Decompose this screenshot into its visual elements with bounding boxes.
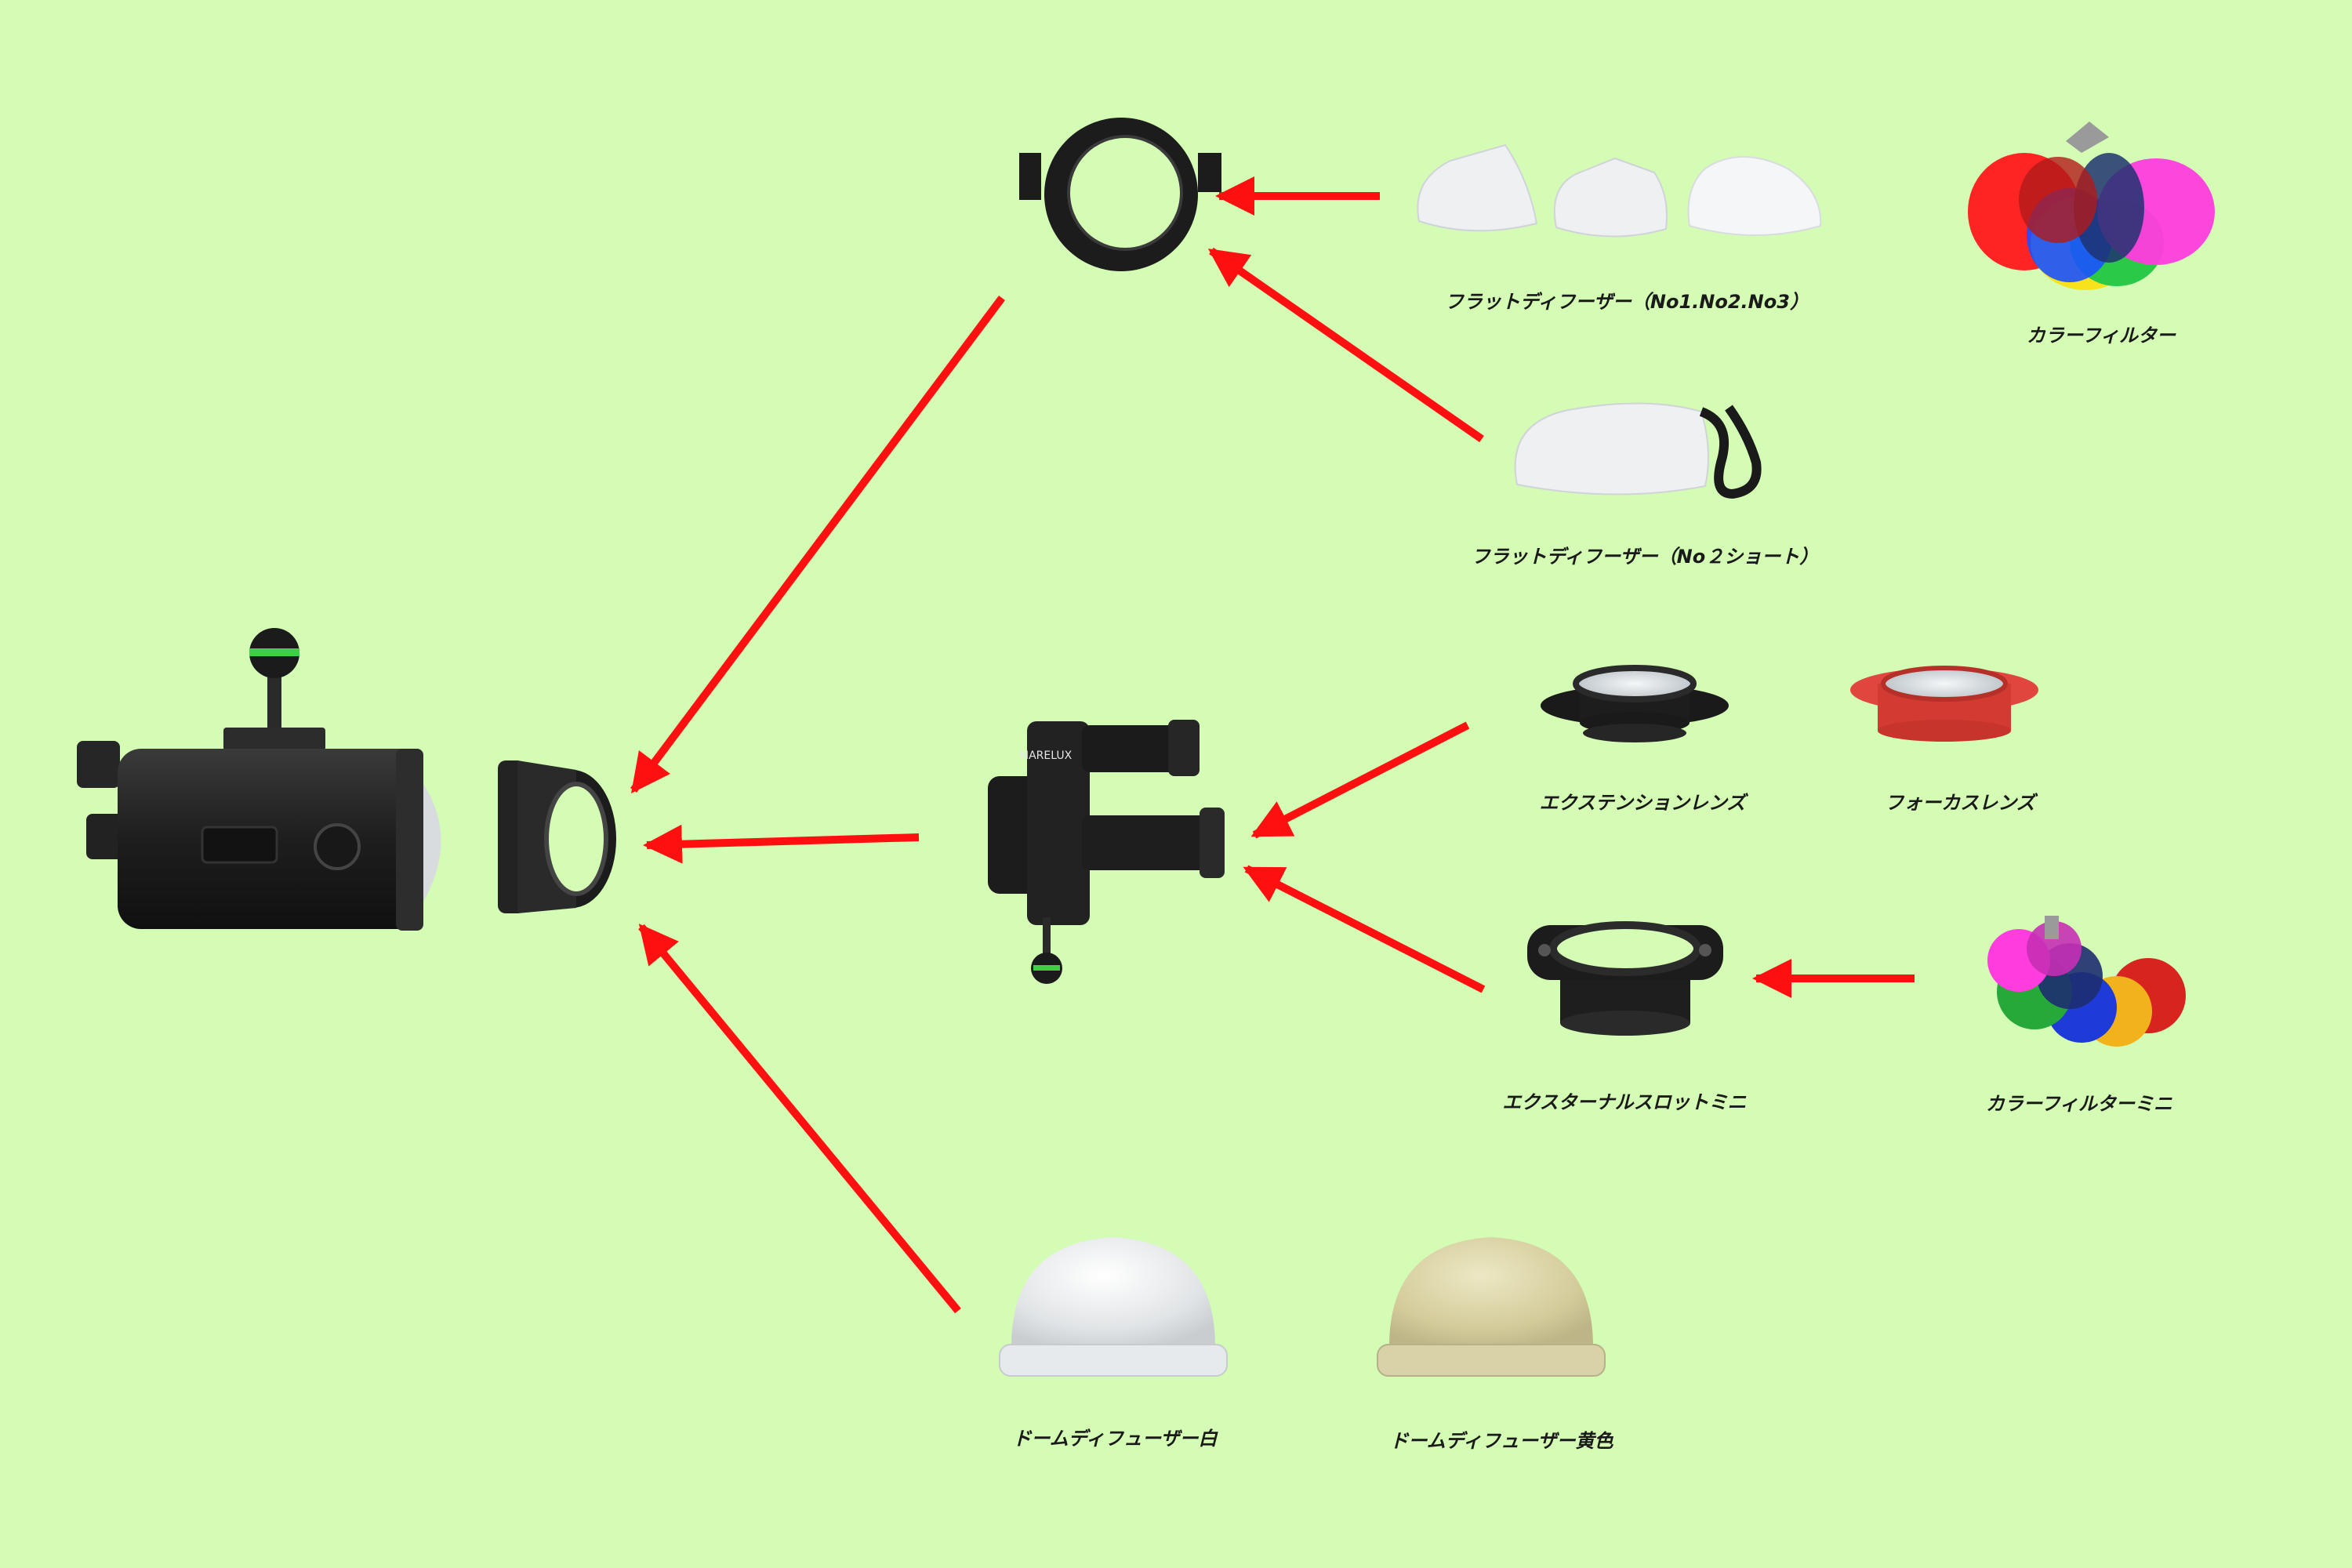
- arrow-mount-ring-to-adapter: [630, 296, 1006, 794]
- power-button-icon[interactable]: [314, 823, 361, 870]
- flat-diffuser-short[interactable]: [1514, 402, 1762, 499]
- arrow-snoot-to-adapter: [643, 824, 920, 864]
- label-flat-diffuser-set: フラットディフーザー（No1.No2.No3）: [1445, 291, 1809, 313]
- connection-arrows: [630, 176, 1915, 1314]
- arrow-extension-lens-to-snoot: [1250, 721, 1470, 839]
- label-dome-diffuser-white: ドームディフューザー白: [1012, 1428, 1218, 1450]
- arrow-diffuser-short-to-mount-ring: [1207, 247, 1484, 443]
- color-filter-fan[interactable]: [1968, 122, 2215, 290]
- snoot-unit[interactable]: MARELUX: [988, 720, 1225, 984]
- adapter-ring[interactable]: [498, 760, 616, 913]
- color-filter-mini-set[interactable]: [1987, 916, 2186, 1047]
- external-slot-mini[interactable]: [1527, 921, 1723, 1036]
- label-focus-lens: フォーカスレンズ: [1885, 792, 2035, 814]
- flat-diffuser-no1: [1417, 143, 1538, 232]
- video-light-body[interactable]: [77, 628, 441, 931]
- flat-diffuser-no2: [1553, 157, 1668, 238]
- dome-diffuser-white[interactable]: [999, 1237, 1228, 1377]
- arrow-external-slot-to-snoot: [1243, 865, 1486, 993]
- mount-ring[interactable]: [1019, 118, 1221, 271]
- label-color-filter-mini: カラーフィルターミニ: [1985, 1093, 2173, 1115]
- label-extension-lens: エクステンションレンズ: [1539, 792, 1746, 814]
- arrow-dome-to-adapter: [638, 924, 961, 1314]
- dome-diffuser-yellow[interactable]: [1377, 1237, 1606, 1377]
- label-dome-diffuser-yellow: ドームディフューザー黄色: [1389, 1430, 1613, 1452]
- flat-diffuser-set[interactable]: [1417, 143, 1822, 238]
- label-external-slot-mini: エクスターナルスロットミニ: [1502, 1091, 1747, 1113]
- flat-diffuser-no3: [1687, 156, 1822, 236]
- lanyard-icon: [1699, 405, 1762, 499]
- extension-lens[interactable]: [1541, 665, 1729, 742]
- brand-text: MARELUX: [1019, 750, 1073, 762]
- label-flat-diffuser-short: フラットディフーザー（No２ショート）: [1471, 546, 1819, 568]
- focus-lens[interactable]: [1850, 666, 2038, 742]
- label-color-filter: カラーフィルター: [2026, 325, 2176, 347]
